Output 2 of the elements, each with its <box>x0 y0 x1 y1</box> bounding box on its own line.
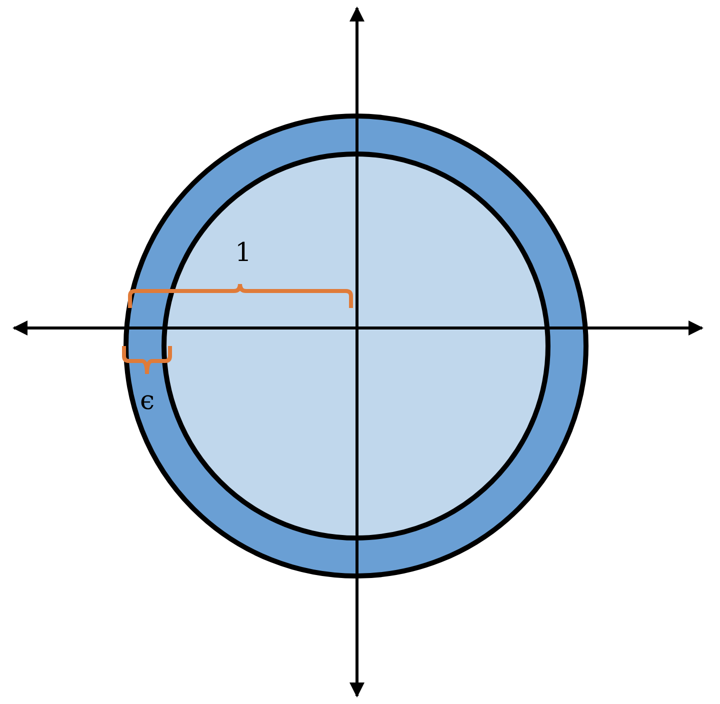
dimension-label: ϵ <box>140 388 155 414</box>
dimension-label: 1 <box>235 240 252 266</box>
